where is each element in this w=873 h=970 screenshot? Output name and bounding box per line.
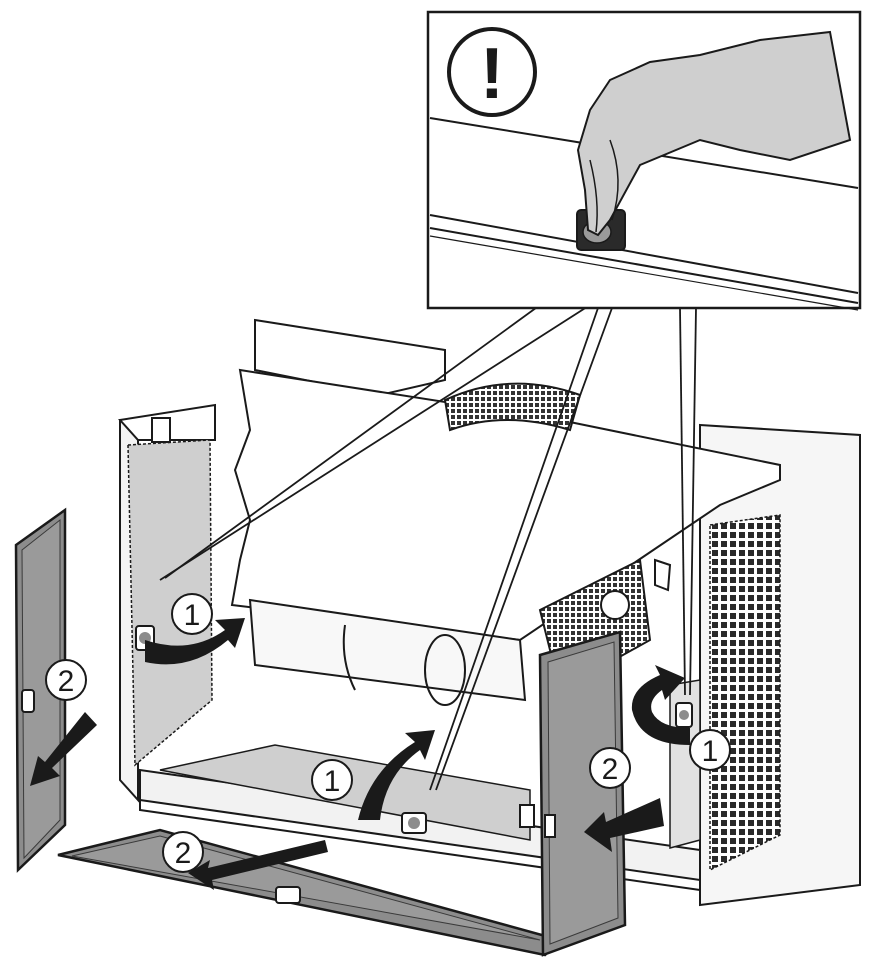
warning-symbol: ! (480, 34, 504, 114)
inset-pointer-lines (159, 304, 697, 791)
right-grease-filter (538, 630, 627, 957)
step-number: 2 (175, 837, 192, 870)
right-filter-seat (669, 679, 701, 849)
step-number: 1 (184, 599, 201, 632)
step-1-left-callout: 1 (171, 593, 213, 635)
side-vent-mesh (709, 514, 781, 872)
step-number: 1 (702, 735, 719, 768)
step-number: 2 (58, 665, 75, 698)
step-number: 2 (602, 753, 619, 786)
step-number: 1 (324, 765, 341, 798)
straight-arrow-icon (30, 712, 664, 890)
left-filter-seat (127, 417, 213, 767)
step-1-bottom-callout: 1 (311, 759, 353, 801)
detail-inset: ! (426, 10, 862, 311)
step-callouts: 1 1 1 2 2 2 (45, 593, 731, 873)
step-2-left-callout: 2 (45, 659, 87, 701)
step-2-bottom-callout: 2 (162, 831, 204, 873)
step-1-right-callout: 1 (689, 729, 731, 771)
gloved-hand-icon (576, 30, 852, 237)
exclamation-circle-icon: ! (447, 27, 537, 117)
step-2-right-callout: 2 (589, 747, 631, 789)
curved-arrow-icon (145, 618, 690, 820)
top-vent-mesh (443, 382, 582, 432)
